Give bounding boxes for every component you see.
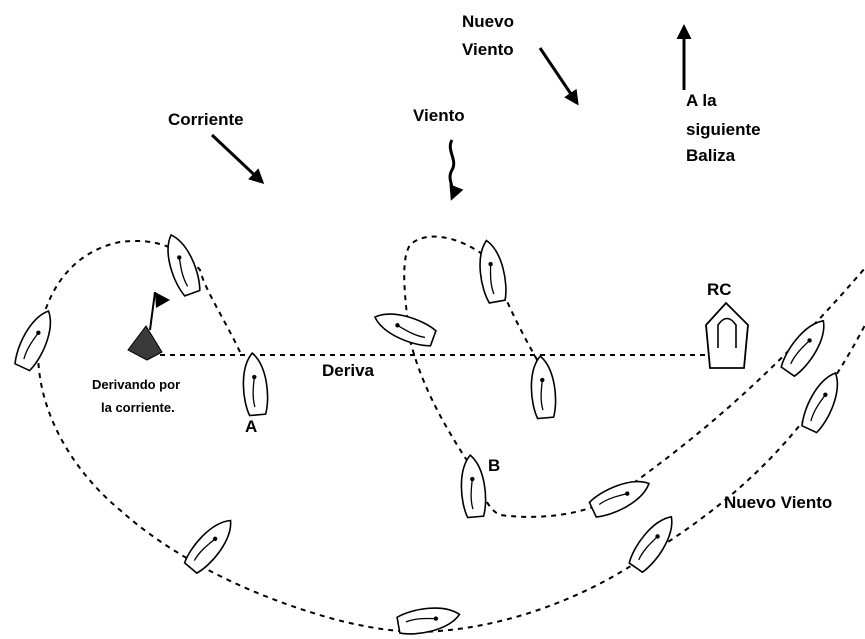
sailboat-icon xyxy=(530,354,557,420)
next-mark-label-line1: A la xyxy=(686,91,717,110)
next-mark-label-line3: Baliza xyxy=(686,146,736,165)
new-wind-top-label-line2: Viento xyxy=(462,40,514,59)
sailboat-icon xyxy=(396,607,461,635)
sailboat-icon xyxy=(628,515,673,574)
point-a-label: A xyxy=(245,417,257,436)
next-mark-label-line2: siguiente xyxy=(686,120,761,139)
drifting-label-line1: Derivando por xyxy=(92,377,180,392)
boats-group xyxy=(14,233,839,635)
new-wind-arrow xyxy=(538,47,579,106)
committee-boat-icon xyxy=(705,301,749,369)
sailboat-icon xyxy=(183,519,232,575)
new-wind-bottom-label: Nuevo Viento xyxy=(724,493,832,512)
sailboat-icon xyxy=(373,313,437,347)
sailboat-icon xyxy=(588,480,651,518)
drift-label: Deriva xyxy=(322,361,375,380)
new-wind-top-label-line1: Nuevo xyxy=(462,12,514,31)
sailboat-icon xyxy=(780,319,825,378)
rc-label: RC xyxy=(707,280,732,299)
text-labels: Corriente Viento Nuevo Viento A la sigui… xyxy=(92,12,832,512)
sailboat-icon xyxy=(460,453,487,519)
route-middle-down xyxy=(409,267,865,518)
drifting-label-line2: la corriente. xyxy=(101,400,175,415)
sailboat-icon xyxy=(479,239,507,304)
wind-arrow xyxy=(448,139,464,201)
sailboat-icon xyxy=(14,309,52,372)
sailboat-icon xyxy=(242,351,269,417)
sailboat-icon xyxy=(167,233,201,297)
wind-label: Viento xyxy=(413,106,465,125)
point-b-label: B xyxy=(488,456,500,475)
buoy-with-flag-icon xyxy=(127,291,170,361)
sailboat-icon xyxy=(801,371,839,434)
arrows xyxy=(210,24,692,201)
current-label: Corriente xyxy=(168,110,244,129)
current-arrow xyxy=(210,133,265,185)
